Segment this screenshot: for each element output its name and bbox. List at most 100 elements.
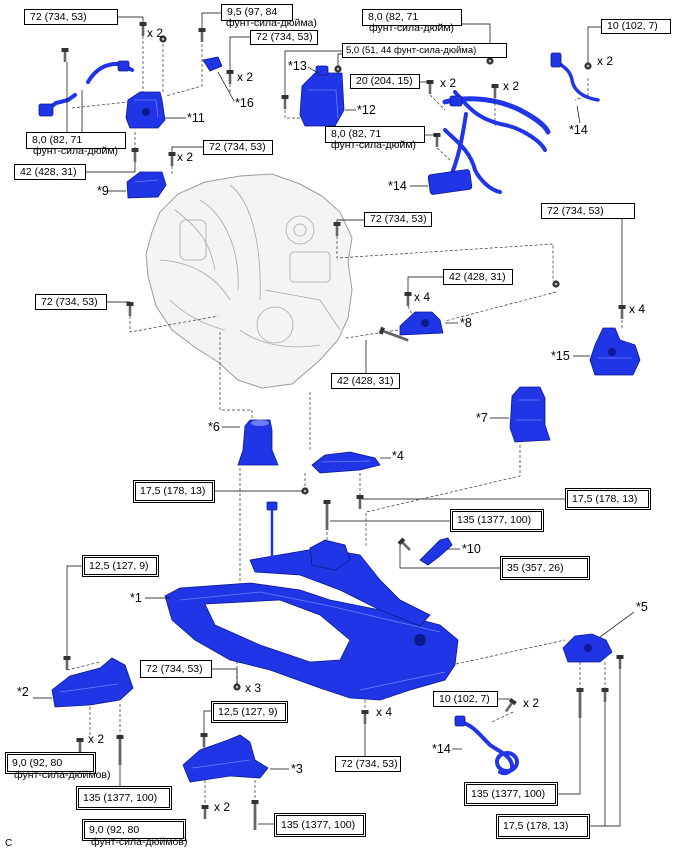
- part-15-mount: [589, 327, 641, 376]
- torque-spec: 72 (734, 53): [250, 30, 318, 45]
- bolt: [131, 148, 139, 162]
- part-callout: *14: [569, 123, 588, 137]
- bolt: [139, 22, 147, 36]
- alignment-line: [71, 101, 129, 109]
- part-8-mount: [399, 311, 444, 336]
- leader-line: [336, 219, 364, 222]
- torque-spec: 135 (1377, 100): [274, 813, 366, 837]
- leader-line: [86, 162, 136, 173]
- alignment-line: [284, 110, 300, 119]
- torque-spec-unit: фунт-сила-дюймов): [14, 769, 111, 781]
- alignment-line: [219, 332, 253, 420]
- leader-lines: [33, 12, 635, 827]
- engine-assembly: [145, 173, 353, 389]
- leader-line: [558, 718, 581, 795]
- alignment-line: [165, 44, 203, 97]
- torque-spec-unit: фунт-сила-дюйм): [331, 139, 417, 151]
- part-12-13-module: [299, 65, 345, 127]
- bolt: [251, 800, 259, 830]
- leader-line: [203, 710, 211, 733]
- quantity-label: x 4: [376, 705, 393, 719]
- bolt: [576, 688, 584, 718]
- torque-spec: 5,0 (51, 44 фунт-сила-дюйма): [342, 43, 507, 58]
- quantity-label: x 2: [440, 76, 457, 90]
- alignment-line: [444, 291, 557, 322]
- quantity-label: x 3: [245, 681, 262, 695]
- quantity-label: x 2: [147, 26, 164, 40]
- bolt: [61, 48, 69, 62]
- torque-spec: 135 (1377, 100): [76, 786, 172, 810]
- bolt: [168, 152, 176, 166]
- leader-line: [599, 611, 635, 638]
- nut: [584, 62, 592, 70]
- bolt: [404, 292, 412, 306]
- leader-line: [590, 669, 621, 827]
- alignment-line: [429, 94, 446, 111]
- bolt: [116, 735, 124, 765]
- leader-line: [118, 16, 144, 22]
- torque-spec: 135 (1377, 100): [450, 509, 544, 532]
- torque-spec: 8,0 (82, 71: [362, 9, 462, 26]
- bolt: [281, 95, 289, 109]
- torque-spec-unit: фунт-сила-дюймов): [91, 836, 188, 848]
- leader-line: [399, 545, 500, 569]
- quantity-label: x 2: [88, 732, 105, 746]
- torque-spec: 10 (102, 7): [601, 19, 671, 34]
- part-5-bracket: [562, 633, 613, 663]
- leader-line: [212, 668, 238, 684]
- leader-line: [284, 50, 342, 95]
- part-wiring-connector-left: [38, 60, 134, 117]
- part-callout: *6: [208, 420, 220, 434]
- bolt: [601, 688, 609, 702]
- part-7-mount: [509, 386, 551, 443]
- quantity-label: x 2: [503, 79, 520, 93]
- quantity-label: x 2: [597, 54, 614, 68]
- leader-line: [66, 565, 82, 656]
- bolt: [198, 28, 206, 42]
- bolt: [63, 656, 71, 670]
- alignment-line: [129, 315, 219, 333]
- alignment-line: [574, 78, 589, 101]
- part-callout: *1: [130, 591, 142, 605]
- nut: [486, 57, 494, 65]
- torque-spec: 8,0 (82, 71: [325, 126, 425, 143]
- bolt: [323, 500, 331, 530]
- torque-spec: 17,5 (178, 13): [496, 814, 590, 839]
- leader-line: [576, 105, 581, 124]
- part-callout: *4: [392, 449, 404, 463]
- bolt: [616, 655, 624, 669]
- quantity-label: x 4: [414, 290, 431, 304]
- part-callout: *15: [551, 349, 570, 363]
- alignment-line: [491, 711, 514, 723]
- alignment-line: [336, 236, 554, 281]
- part-callout: *2: [17, 685, 29, 699]
- torque-spec-unit: фунт-сила-дюйм): [369, 22, 455, 34]
- torque-spec: 72 (734, 53): [541, 203, 635, 219]
- part-11-engine-mount: [125, 91, 166, 129]
- torque-spec: 17,5 (178, 13): [565, 488, 651, 510]
- bolt: [503, 697, 517, 714]
- part-callout: *7: [476, 411, 488, 425]
- nut: [233, 683, 241, 691]
- alignment-line: [436, 147, 451, 161]
- quantity-label: x 2: [523, 696, 540, 710]
- torque-spec: 72 (734, 53): [140, 660, 212, 678]
- part-14-wire-harness-upper: [427, 90, 551, 195]
- part-callout: *9: [97, 184, 109, 198]
- torque-spec: 9,0 (92, 80: [5, 752, 96, 774]
- torque-spec: 10 (102, 7): [433, 691, 498, 707]
- torque-spec-unit: фунт-сила-дюйм): [33, 145, 119, 157]
- part-callout: *16: [235, 96, 254, 110]
- nut: [334, 65, 342, 73]
- leader-line: [171, 146, 203, 152]
- torque-spec: 17,5 (178, 13): [133, 480, 215, 503]
- part-14-wire-harness-right: [550, 52, 600, 102]
- nut: [552, 280, 560, 288]
- part-callout: *3: [291, 762, 303, 776]
- alignment-line: [407, 305, 413, 315]
- torque-spec: 35 (357, 26): [500, 556, 590, 580]
- part-2-bracket: [51, 657, 134, 708]
- torque-spec: 9,5 (97, 84: [221, 4, 293, 21]
